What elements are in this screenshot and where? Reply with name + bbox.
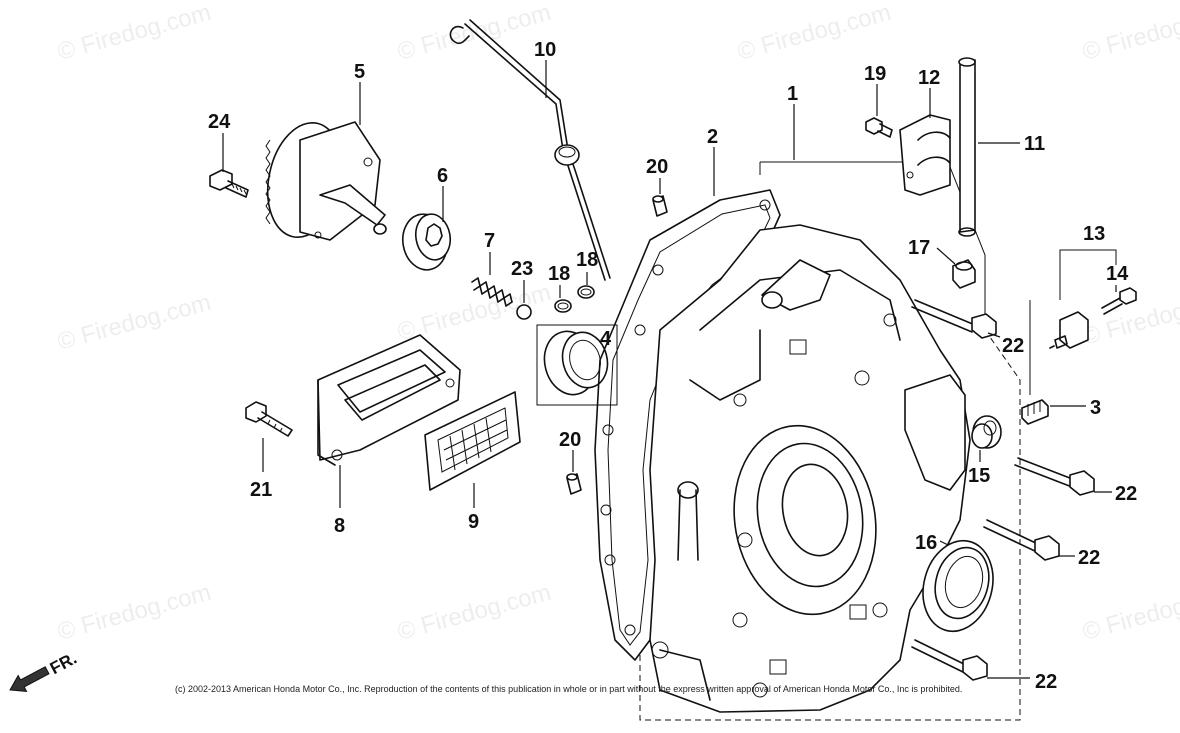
part-18-o-rings — [554, 285, 595, 313]
callout-10: 10 — [534, 39, 556, 61]
part-6-rotor — [401, 213, 452, 271]
callout-20a: 20 — [646, 156, 668, 178]
part-17-spacer — [952, 259, 976, 289]
part-8-breather — [317, 334, 461, 466]
callout-19: 19 — [864, 63, 886, 85]
callout-24: 24 — [208, 111, 231, 133]
watermark: © Firedog.com — [1080, 0, 1180, 66]
callout-23: 23 — [511, 258, 533, 280]
watermark-layer: © Firedog.com © Firedog.com © Firedog.co… — [55, 0, 1180, 646]
part-20-dowel-pins — [566, 195, 668, 495]
callout-11: 11 — [1024, 133, 1045, 155]
part-11-pipe — [958, 57, 976, 237]
callout-15: 15 — [968, 465, 990, 487]
part-16-oil-seal — [922, 539, 994, 633]
callout-6: 6 — [437, 165, 448, 187]
watermark: © Firedog.com — [1080, 579, 1180, 646]
callout-22d: 22 — [1035, 671, 1057, 693]
callout-2: 2 — [707, 126, 718, 148]
callout-21: 21 — [250, 479, 272, 501]
watermark: © Firedog.com — [55, 0, 214, 66]
part-7-spring — [471, 277, 513, 307]
callout-13: 13 — [1083, 223, 1105, 245]
watermark: © Firedog.com — [735, 0, 894, 66]
callout-22b: 22 — [1115, 483, 1137, 505]
callout-labels: 24 5 6 7 23 18 18 10 20 20 4 2 1 19 12 1… — [208, 39, 1137, 693]
leader-lines — [222, 60, 1117, 679]
part-9-filter — [424, 391, 521, 491]
callout-5: 5 — [354, 61, 365, 83]
part-13-oil-switch — [1049, 249, 1137, 349]
callout-22c: 22 — [1078, 547, 1100, 569]
part-10-dipstick — [449, 19, 611, 281]
part-15-plug — [971, 415, 1002, 449]
part-24-bolt — [209, 169, 249, 198]
part-4-bearing — [536, 324, 618, 406]
front-arrow-icon — [9, 666, 50, 692]
callout-22a: 22 — [1002, 335, 1024, 357]
callout-14: 14 — [1106, 263, 1129, 285]
part-12-clamp — [899, 114, 951, 196]
callout-8: 8 — [334, 515, 345, 537]
part-3-plug — [1021, 399, 1049, 425]
watermark: © Firedog.com — [55, 579, 214, 646]
callout-16: 16 — [915, 532, 937, 554]
callout-12: 12 — [918, 67, 940, 89]
callout-18b: 18 — [576, 249, 598, 271]
watermark: © Firedog.com — [395, 579, 554, 646]
part-21-bolt — [245, 401, 293, 437]
callout-4: 4 — [600, 328, 612, 350]
copyright-notice: (c) 2002-2013 American Honda Motor Co., … — [175, 684, 962, 694]
callout-9: 9 — [468, 511, 479, 533]
part-23-ball — [516, 304, 532, 320]
front-label: FR. — [47, 648, 80, 678]
callout-17: 17 — [908, 237, 930, 259]
callout-18a: 18 — [548, 263, 570, 285]
part-19-screw — [865, 117, 893, 138]
watermark: © Firedog.com — [55, 289, 214, 356]
callout-3: 3 — [1090, 397, 1101, 419]
callout-20b: 20 — [559, 429, 581, 451]
front-indicator: FR. — [9, 648, 80, 692]
part-5-oil-pump — [265, 121, 387, 241]
part-1-crankcase-cover — [649, 224, 971, 713]
callout-1: 1 — [787, 83, 798, 105]
callout-7: 7 — [484, 230, 495, 252]
